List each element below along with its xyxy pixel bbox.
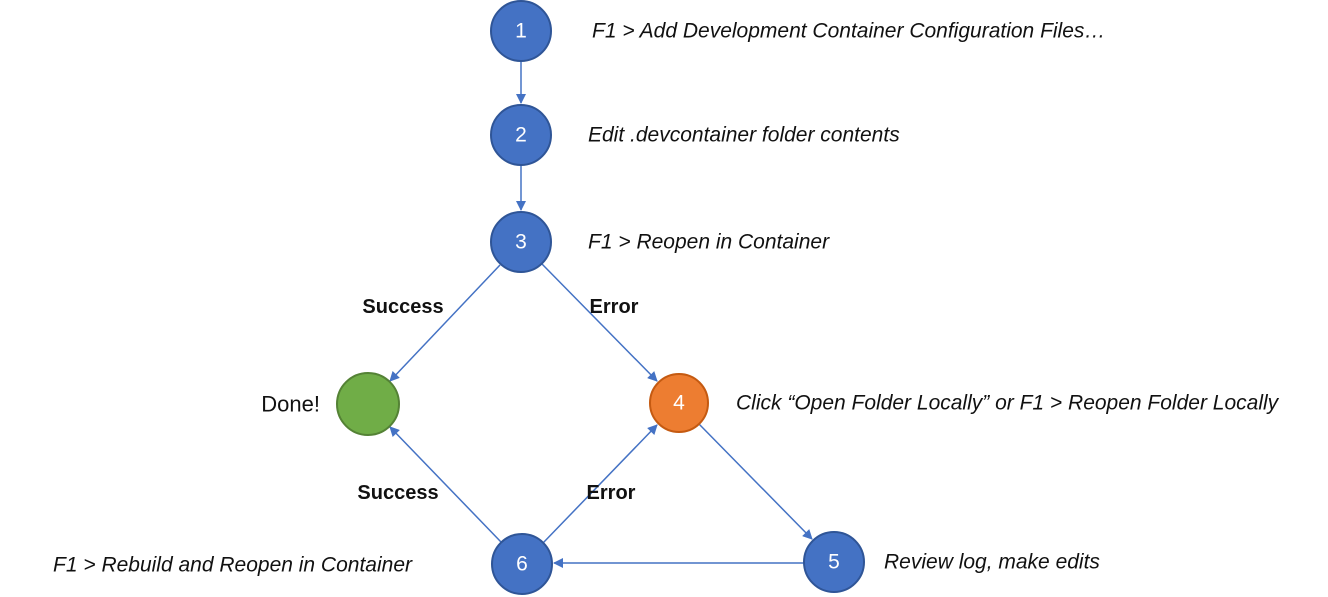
node-4-number: 4 (673, 392, 685, 415)
node-1-circle (490, 0, 552, 62)
annotation-step-2: Edit .devcontainer folder contents (588, 124, 900, 147)
edge-3-to-4-error (541, 263, 658, 382)
annotations: F1 > Add Development Container Configura… (53, 20, 1280, 577)
annotation-step-3: F1 > Reopen in Container (588, 231, 830, 254)
done-label: Done! (261, 392, 320, 417)
node-3-number: 3 (515, 231, 527, 254)
nodes: 1 2 3 4 5 6 (336, 0, 865, 595)
edges (389, 61, 813, 568)
node-4-circle (649, 373, 709, 433)
edge-3-to-done-success (389, 264, 501, 382)
node-5-circle (803, 531, 865, 593)
node-2-circle (490, 104, 552, 166)
annotation-step-1: F1 > Add Development Container Configura… (592, 20, 1105, 43)
annotation-step-5: Review log, make edits (884, 551, 1100, 574)
edge-label-error-top: Error (590, 296, 639, 318)
edge-4-to-5 (698, 423, 813, 540)
edge-label-error-bottom: Error (587, 482, 636, 504)
edge-label-success-bottom: Success (357, 482, 438, 504)
edge-label-success-top: Success (362, 296, 443, 318)
node-6-number: 6 (516, 553, 528, 576)
node-2-number: 2 (515, 124, 527, 147)
edge-6-to-4-error (542, 424, 658, 544)
edge-6-to-done-success (389, 426, 502, 543)
node-6-circle (491, 533, 553, 595)
annotation-step-6: F1 > Rebuild and Reopen in Container (53, 554, 413, 577)
edge-labels: Success Error Success Error (357, 296, 638, 504)
node-5-number: 5 (828, 551, 840, 574)
node-3-circle (490, 211, 552, 273)
annotation-step-4: Click “Open Folder Locally” or F1 > Reop… (736, 392, 1280, 415)
node-done-circle (336, 372, 400, 436)
node-1-number: 1 (515, 20, 527, 43)
